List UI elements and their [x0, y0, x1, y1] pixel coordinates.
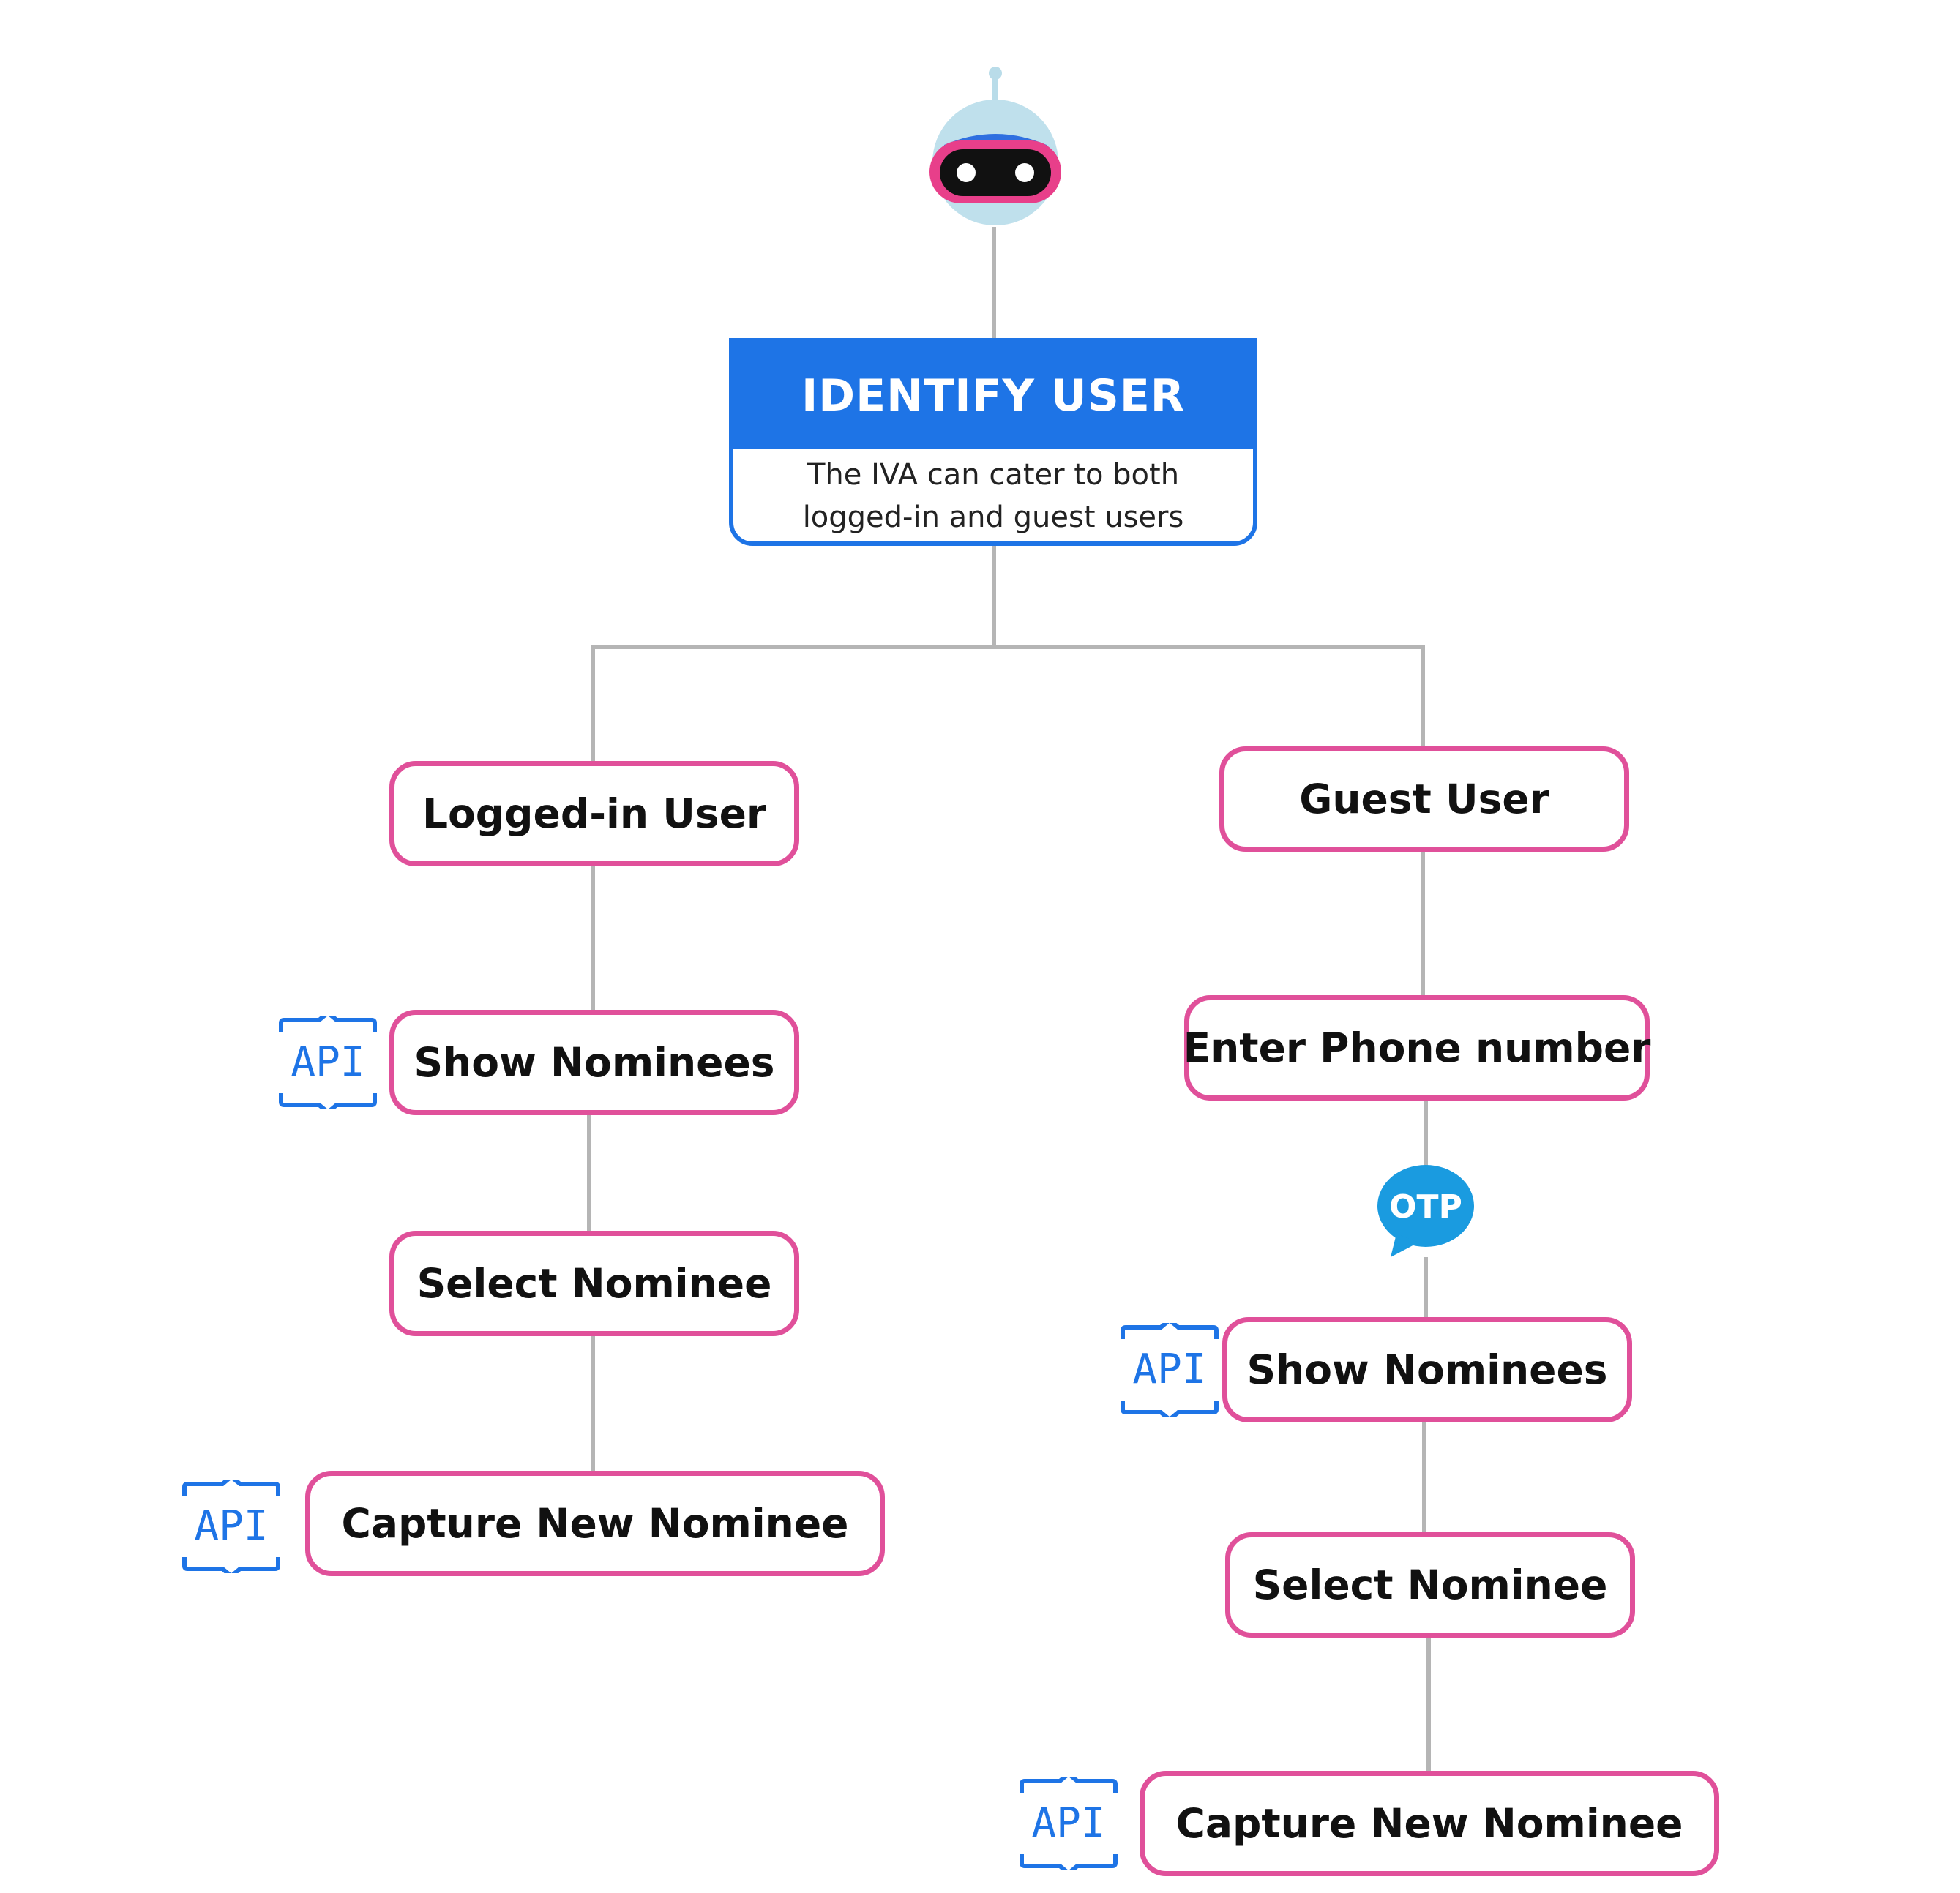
api-label: API	[194, 1502, 268, 1550]
identify-user-description: The IVA can cater to both logged-in and …	[733, 449, 1253, 539]
description-line-1: The IVA can cater to both	[807, 458, 1180, 492]
api-label: API	[291, 1038, 364, 1086]
api-label: API	[1132, 1346, 1206, 1393]
right-enter-phone-number-node: Enter Phone number	[1183, 995, 1650, 1101]
description-line-2: logged-in and guest users	[802, 501, 1184, 534]
identify-user-title: IDENTIFY USER	[733, 342, 1253, 449]
otp-label: OTP	[1389, 1188, 1462, 1226]
api-icon: API	[182, 1480, 280, 1573]
api-icon: API	[279, 1016, 377, 1109]
right-capture-new-nominee-node: Capture New Nominee	[1140, 1771, 1719, 1876]
left-select-nominee-node: Select Nominee	[389, 1231, 799, 1336]
left-capture-new-nominee-node: Capture New Nominee	[305, 1471, 885, 1576]
api-icon: API	[1121, 1323, 1219, 1417]
guest-user-node: Guest User	[1219, 746, 1629, 852]
left-show-nominees-node: Show Nominees	[389, 1010, 799, 1115]
robot-icon	[929, 67, 1061, 225]
logged-in-user-node: Logged-in User	[389, 761, 799, 866]
otp-chat-icon: OTP	[1377, 1165, 1474, 1257]
right-select-nominee-node: Select Nominee	[1225, 1532, 1635, 1638]
right-show-nominees-node: Show Nominees	[1222, 1317, 1632, 1422]
identify-user-box: IDENTIFY USER The IVA can cater to both …	[729, 338, 1257, 546]
api-icon: API	[1020, 1777, 1118, 1870]
api-label: API	[1031, 1799, 1105, 1847]
